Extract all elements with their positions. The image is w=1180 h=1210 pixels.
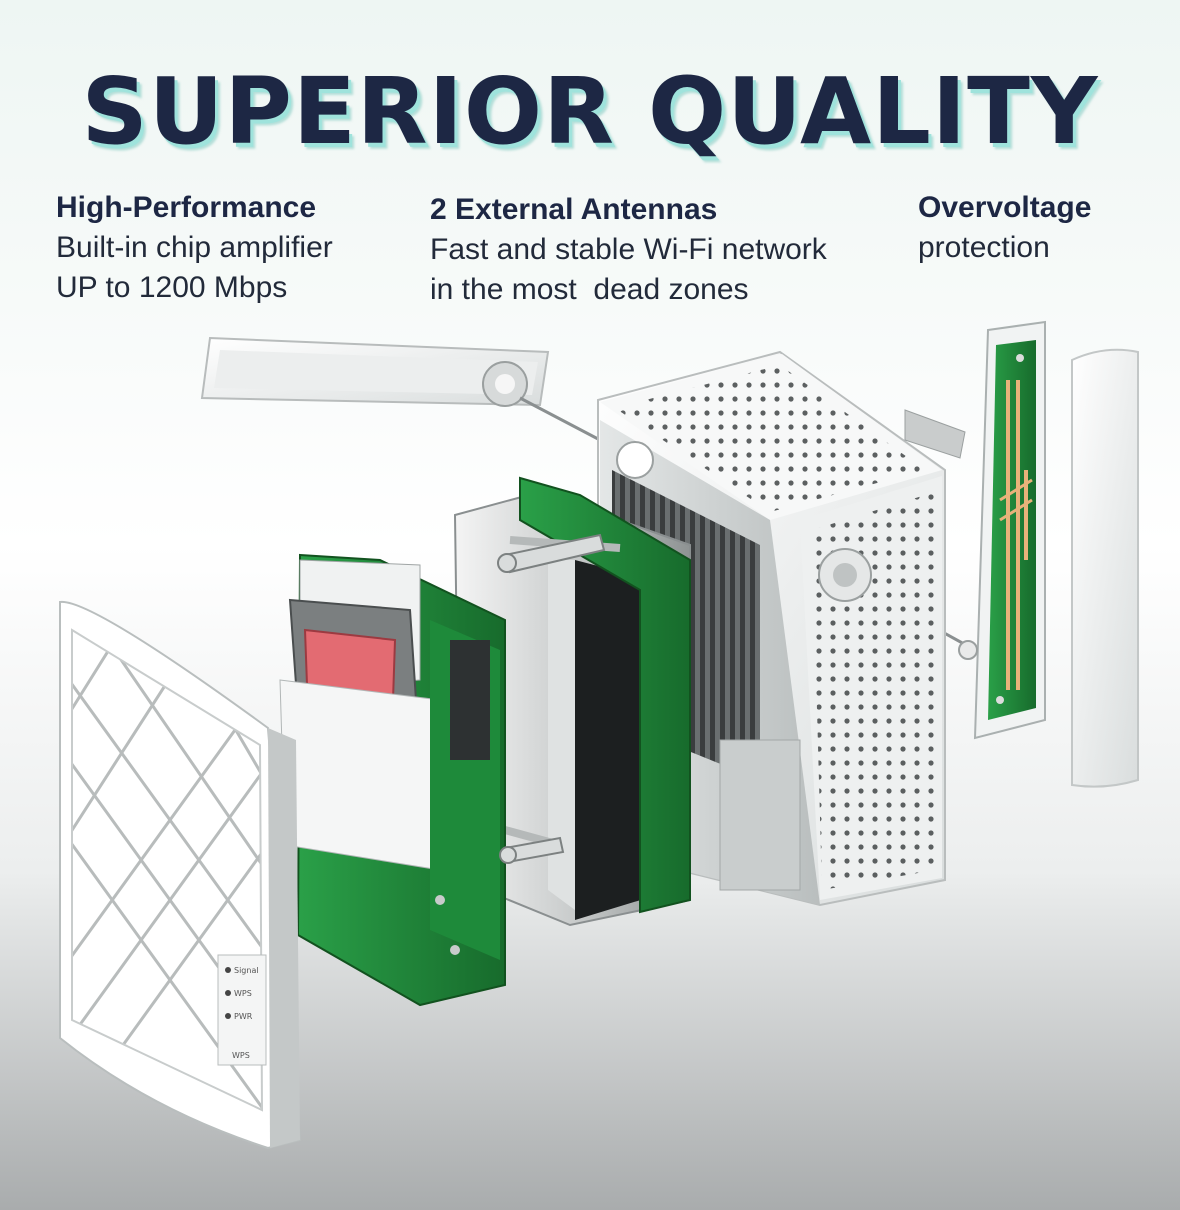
feature-high-performance: High-Performance Built-in chip amplifier… (56, 188, 333, 308)
led-label: PWR (234, 1012, 253, 1021)
feature-title: 2 External Antennas (430, 193, 718, 226)
feature-line: in the most dead zones (430, 273, 749, 306)
feature-line: Built-in chip amplifier (56, 231, 333, 264)
feature-line: UP to 1200 Mbps (56, 271, 288, 304)
front-pcb-assembly (279, 553, 506, 1007)
screws (497, 533, 606, 864)
led-label: WPS (232, 1051, 250, 1060)
feature-title: Overvoltage (918, 191, 1092, 224)
antenna-right (869, 320, 1139, 788)
led-label: Signal (234, 966, 259, 975)
feature-title: High-Performance (56, 191, 317, 224)
led-label: WPS (234, 989, 252, 998)
feature-external-antennas: 2 External Antennas Fast and stable Wi-F… (430, 190, 827, 310)
feature-overvoltage: Overvoltage protection (918, 188, 1091, 268)
feature-line: Fast and stable Wi-Fi network (430, 233, 827, 266)
front-cover: Signal WPS PWR WPS (59, 600, 302, 1150)
headline: SUPERIOR QUALITY (81, 58, 1099, 165)
exploded-router-illustration: Signal WPS PWR WPS (59, 320, 1139, 1150)
antenna-left (200, 336, 601, 442)
feature-line: protection (918, 231, 1050, 264)
rear-enclosure (597, 350, 966, 907)
